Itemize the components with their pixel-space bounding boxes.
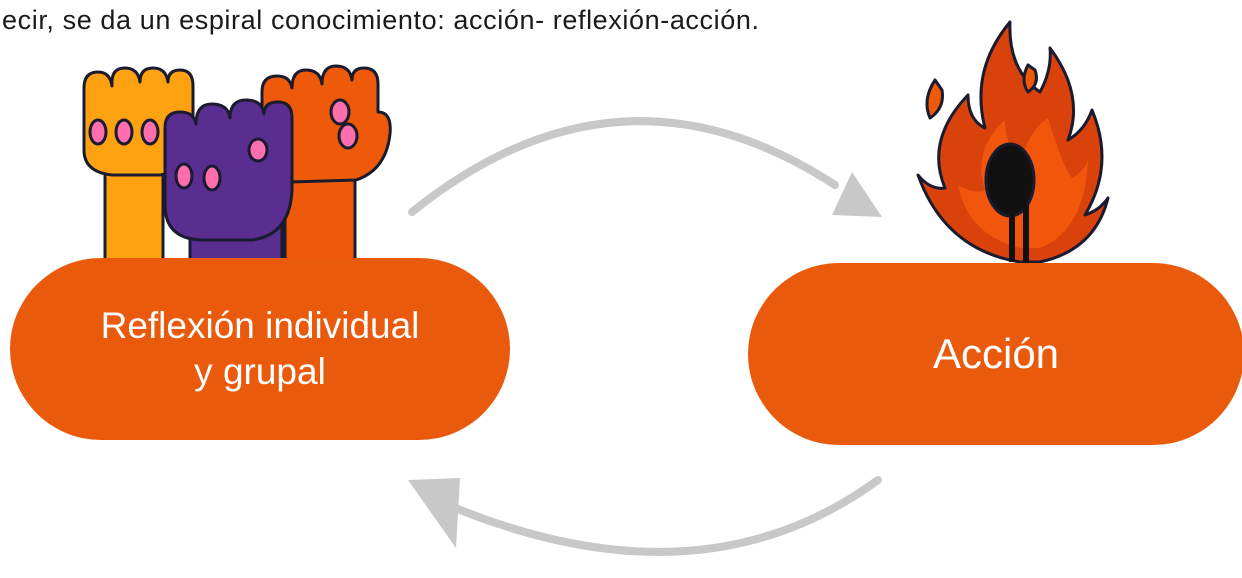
raised-fists-icon — [82, 64, 392, 267]
burning-match-icon — [916, 20, 1110, 264]
arrow-to-action — [408, 117, 882, 217]
flame-wisp-left — [925, 78, 944, 120]
reflection-label: Reflexión individual y grupal — [101, 303, 420, 395]
action-node: Acción — [748, 263, 1242, 445]
reflection-label-line2: y grupal — [194, 351, 326, 392]
purple-fist-icon — [163, 98, 294, 267]
flame-wisp-right — [1022, 63, 1038, 94]
intro-text: ecir, se da un espiral conocimiento: acc… — [2, 5, 760, 35]
arrow-to-reflection — [408, 476, 882, 556]
reflection-label-line1: Reflexión individual — [100, 305, 420, 346]
orange-fist-icon — [260, 64, 392, 267]
action-label: Acción — [932, 330, 1060, 377]
reflection-node: Reflexión individual y grupal — [10, 258, 510, 440]
